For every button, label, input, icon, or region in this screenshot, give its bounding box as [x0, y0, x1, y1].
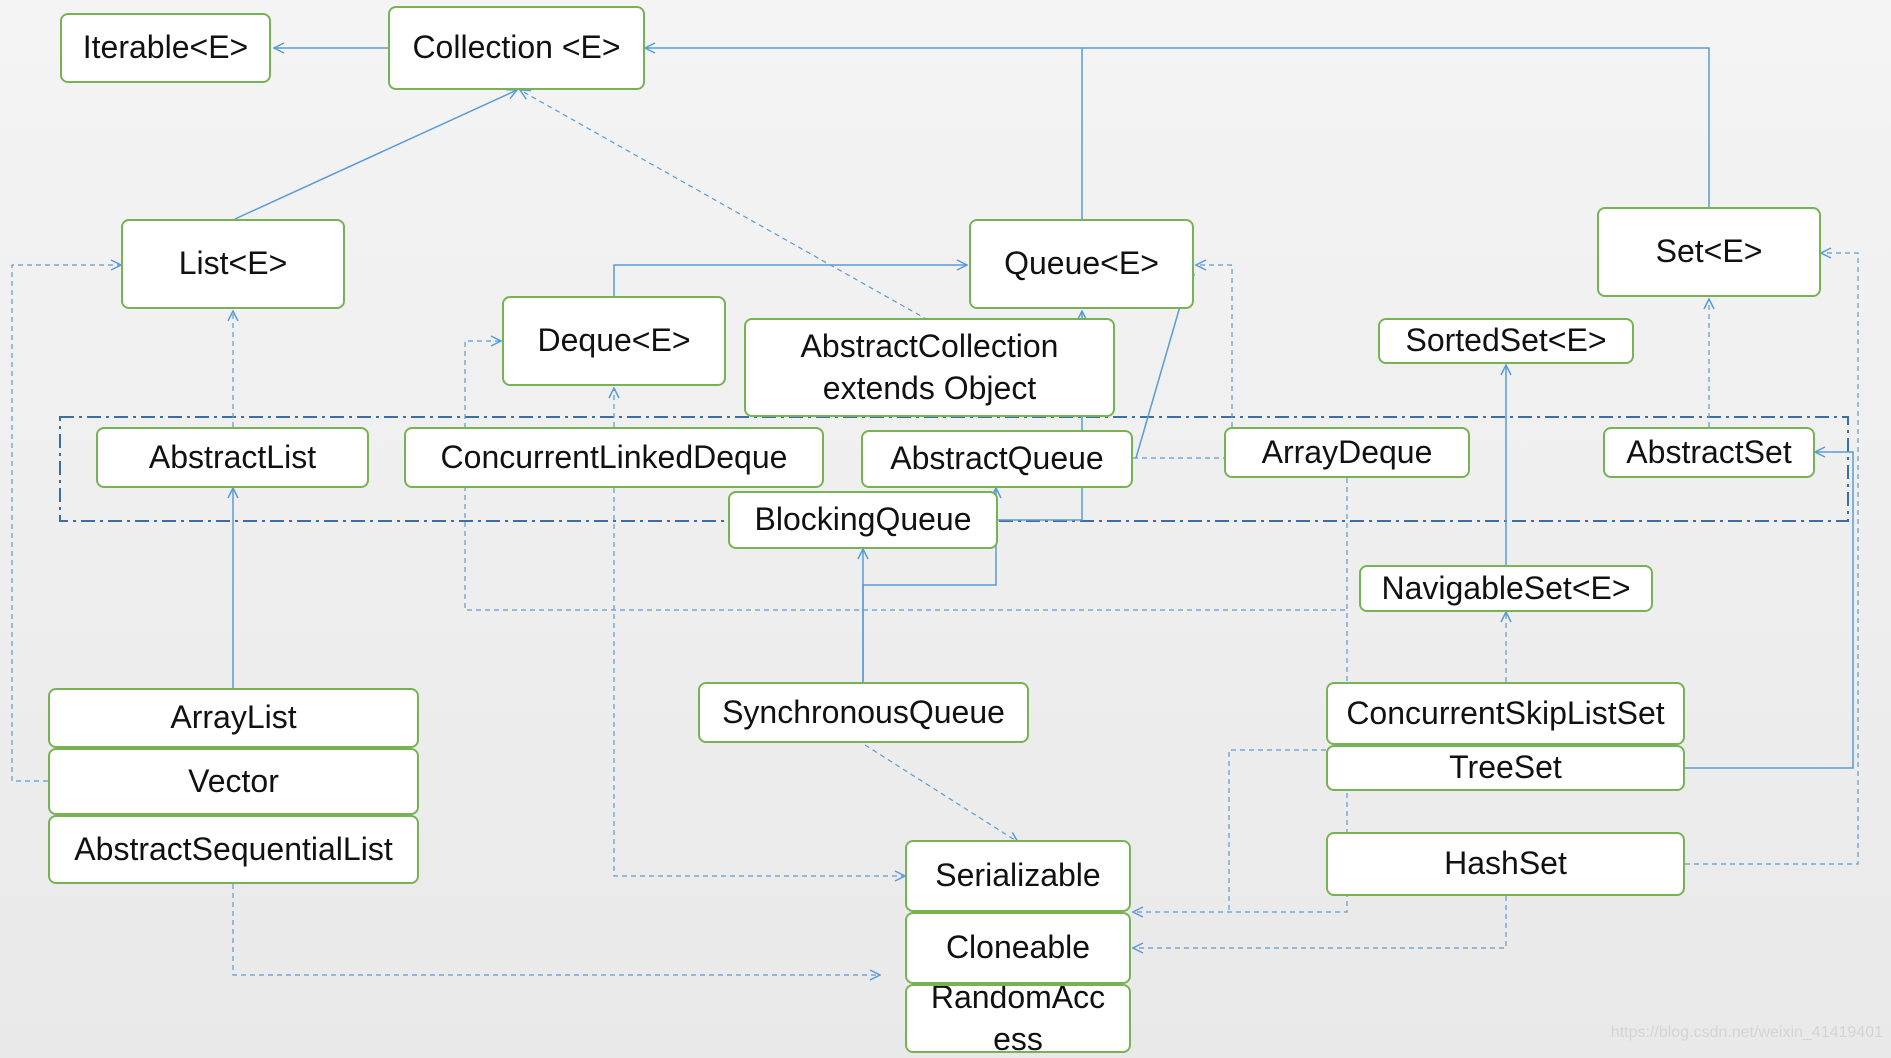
- node-array-deque: ArrayDeque: [1224, 427, 1470, 478]
- edge-hashset-cloneable: [1133, 896, 1507, 948]
- node-hash-set: HashSet: [1326, 832, 1685, 896]
- node-abstract-queue: AbstractQueue: [861, 430, 1133, 488]
- node-abstract-list: AbstractList: [96, 427, 369, 488]
- edge-arraydeque-serializable: [1133, 478, 1348, 912]
- edge-arraydeque-queue: [1196, 265, 1233, 427]
- node-abstract-sequential-list: AbstractSequentialList: [48, 815, 419, 884]
- edge-abstractsequentiallist-randomaccess: [232, 884, 880, 975]
- node-list: List<E>: [121, 219, 345, 309]
- node-serializable: Serializable: [905, 840, 1131, 912]
- node-abstract-set: AbstractSet: [1603, 427, 1815, 478]
- node-cloneable: Cloneable: [905, 912, 1131, 984]
- node-random-access: RandomAcc ess: [905, 984, 1131, 1053]
- watermark: https://blog.csdn.net/weixin_41419401: [1610, 1024, 1883, 1041]
- node-concurrent-skip-list-set: ConcurrentSkipListSet: [1326, 682, 1685, 745]
- edge-abstractcollection-collection: [520, 90, 929, 321]
- edge-syncqueue-serializable: [864, 744, 1018, 842]
- node-concurrent-linked-deque: ConcurrentLinkedDeque: [404, 427, 824, 488]
- edge-set-collection: [1082, 47, 1710, 207]
- edge-treeset-serializable: [1228, 749, 1326, 912]
- edge-hashset-set: [1685, 253, 1859, 865]
- node-queue: Queue<E>: [969, 219, 1194, 309]
- node-navigable-set: NavigableSet<E>: [1359, 565, 1653, 612]
- edge-deque-queue: [613, 265, 967, 296]
- edge-cld-serializable: [613, 488, 905, 876]
- edge-treeset-abstractset: [1685, 452, 1854, 769]
- edge-list-collection: [234, 90, 517, 220]
- node-collection: Collection <E>: [388, 6, 645, 90]
- node-sorted-set: SortedSet<E>: [1378, 318, 1634, 364]
- edge-vector-list: [11, 265, 121, 782]
- node-synchronous-queue: SynchronousQueue: [698, 682, 1029, 743]
- node-iterable: Iterable<E>: [60, 13, 271, 83]
- node-tree-set: TreeSet: [1326, 745, 1685, 791]
- node-set: Set<E>: [1597, 207, 1821, 297]
- node-blocking-queue: BlockingQueue: [728, 491, 998, 549]
- edge-queue-collection: [645, 48, 1083, 219]
- node-array-list: ArrayList: [48, 688, 419, 748]
- node-deque: Deque<E>: [502, 296, 726, 386]
- node-vector: Vector: [48, 748, 419, 815]
- node-abstract-collection: AbstractCollection extends Object: [744, 318, 1115, 417]
